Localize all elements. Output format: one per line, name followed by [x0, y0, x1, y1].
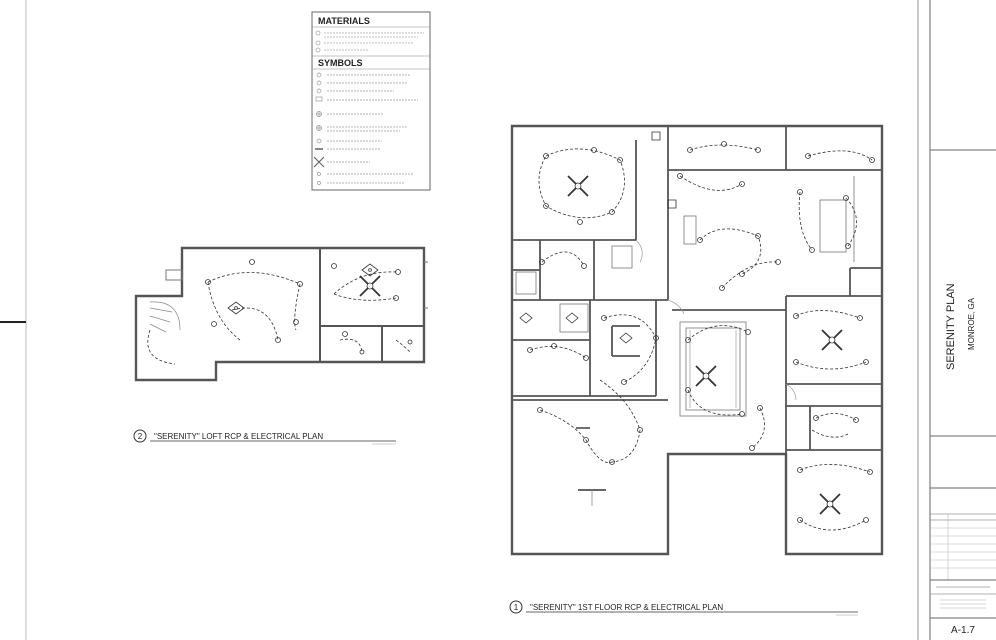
loft-plan-number: 2: [138, 432, 143, 441]
first-floor-walls: [512, 126, 882, 554]
loft-plan: [134, 246, 428, 382]
project-location: MONROE, GA: [967, 297, 976, 350]
symbols-heading: SYMBOLS: [318, 58, 363, 68]
sheet-number: A-1.7: [951, 625, 975, 636]
first-floor-plan-number: 1: [514, 603, 519, 612]
kitchen-island: [515, 176, 855, 333]
first-floor-plan: [510, 124, 884, 556]
first-floor-plan-title-text: "SERENITY" 1ST FLOOR RCP & ELECTRICAL PL…: [530, 603, 723, 612]
project-name: SERENITY PLAN: [945, 283, 957, 370]
first-floor-circuits: [529, 144, 873, 531]
loft-stair: [149, 301, 181, 333]
title-block: A-1.7 SERENITY PLAN MONROE, GA: [930, 149, 996, 636]
loft-circuits: [147, 271, 411, 365]
loft-fixtures: [205, 259, 413, 355]
materials-heading: MATERIALS: [318, 16, 370, 26]
loft-plan-title: 2 "SERENITY" LOFT RCP & ELECTRICAL PLAN: [133, 429, 396, 445]
symbols-list: [313, 72, 418, 185]
revision-table: [930, 514, 996, 580]
first-floor-plan-title: 1 "SERENITY" 1ST FLOOR RCP & ELECTRICAL …: [509, 600, 858, 616]
first-floor-fixtures: [519, 131, 875, 523]
ceiling-fan-icon: [567, 175, 843, 515]
loft-plan-title-text: "SERENITY" LOFT RCP & ELECTRICAL PLAN: [154, 432, 323, 441]
legend-box: MATERIALS SYMBOLS: [311, 11, 431, 191]
